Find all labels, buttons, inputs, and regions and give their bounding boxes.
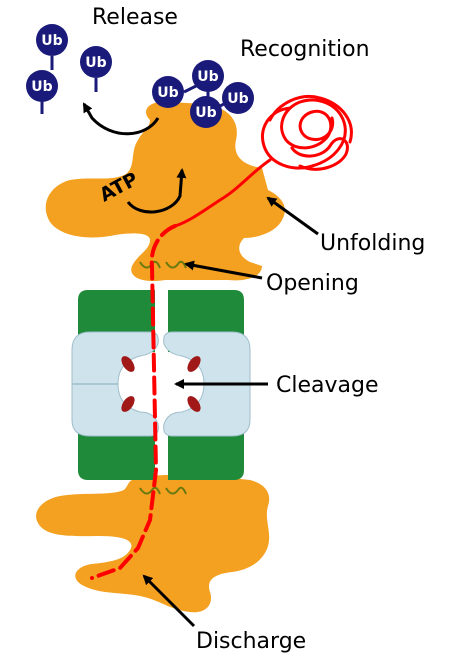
ubiquitin-label: Ub bbox=[197, 69, 218, 85]
ubiquitin-label: Ub bbox=[31, 79, 52, 95]
ubiquitin-icon: Ub bbox=[80, 46, 112, 92]
label-cleavage: Cleavage bbox=[276, 373, 379, 398]
ubiquitin-label: Ub bbox=[195, 105, 216, 121]
ubiquitin-label: Ub bbox=[227, 91, 248, 107]
ubiquitin-icon: Ub bbox=[36, 24, 68, 70]
ubiquitin-label: Ub bbox=[157, 85, 178, 101]
released-ubiquitin-group: Ub Ub Ub bbox=[26, 24, 112, 114]
regulatory-cap-top bbox=[46, 102, 285, 281]
label-recognition: Recognition bbox=[240, 37, 370, 62]
ubiquitin-icon: Ub bbox=[222, 82, 254, 114]
ubiquitin-icon: Ub bbox=[26, 70, 58, 114]
label-unfolding: Unfolding bbox=[320, 231, 425, 256]
label-release: Release bbox=[92, 5, 178, 30]
ubiquitin-icon: Ub bbox=[152, 76, 184, 108]
label-discharge: Discharge bbox=[196, 629, 306, 654]
ubiquitin-label: Ub bbox=[41, 33, 62, 49]
ubiquitin-icon: Ub bbox=[190, 96, 222, 128]
label-opening: Opening bbox=[266, 271, 359, 296]
release-curved-arrow-icon bbox=[84, 104, 158, 134]
ubiquitin-icon: Ub bbox=[192, 60, 224, 92]
ubiquitin-label: Ub bbox=[85, 55, 106, 71]
